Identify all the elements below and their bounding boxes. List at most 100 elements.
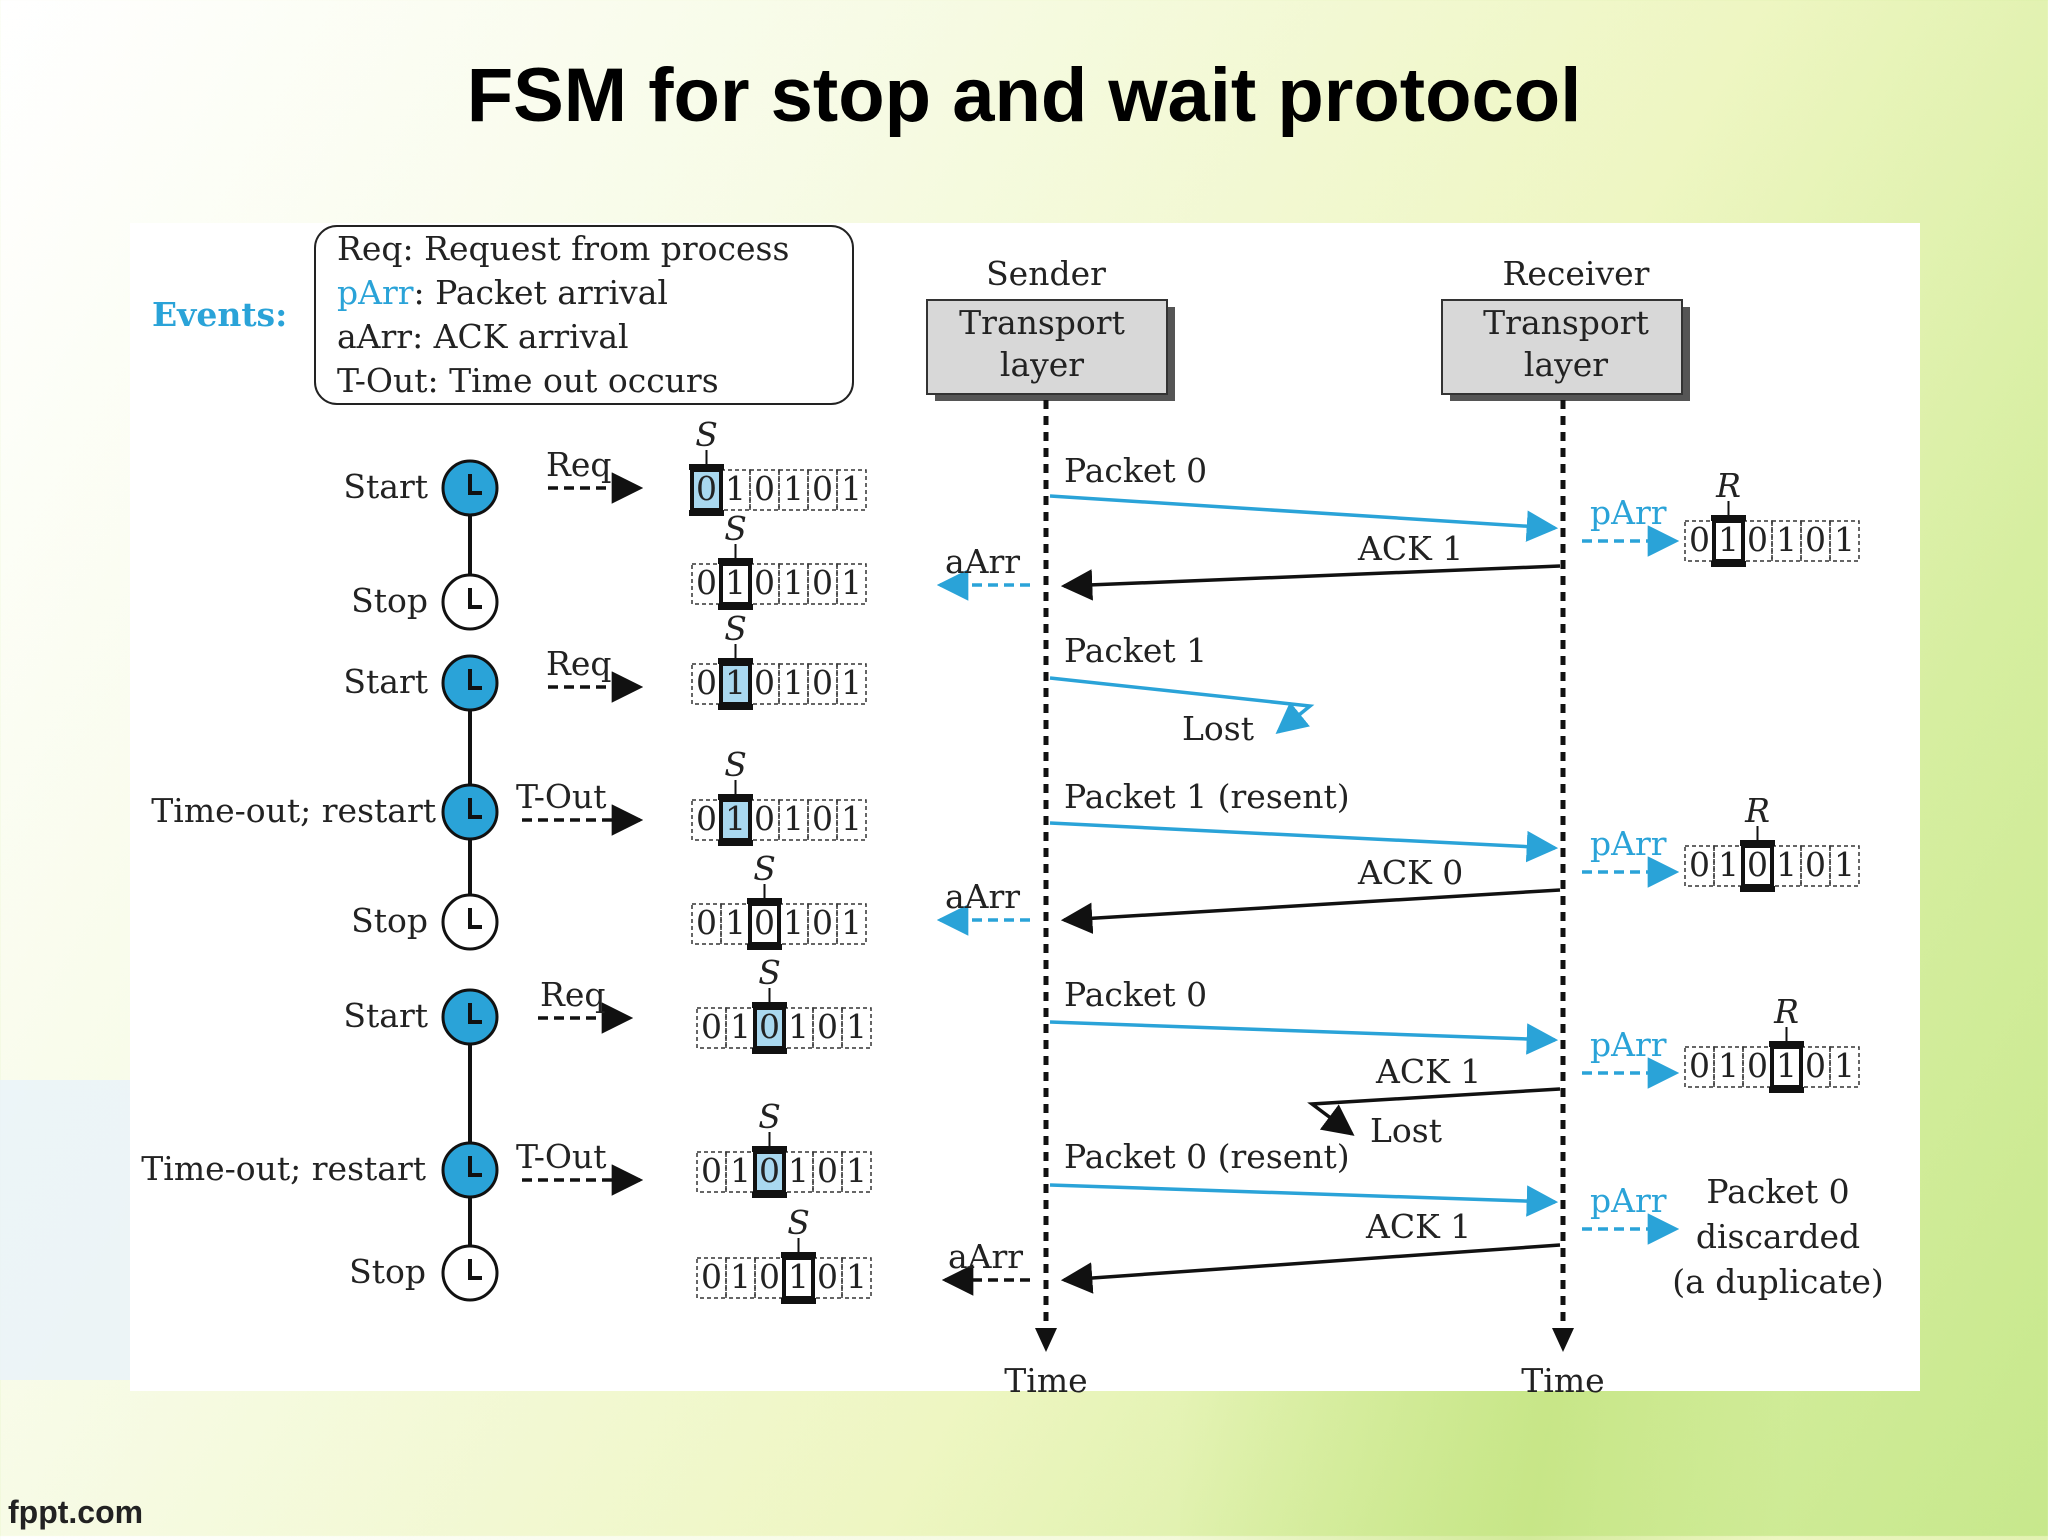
sender-window: 0101011S xyxy=(691,609,867,710)
clock-hands xyxy=(468,1259,482,1280)
event-label: aArr xyxy=(945,877,1020,916)
window-cell xyxy=(691,903,722,945)
lost-label: Lost xyxy=(1182,709,1254,748)
window-bit: 0 xyxy=(1747,520,1768,559)
window-bit: 0 xyxy=(696,903,717,942)
window-bit: 0 xyxy=(1689,845,1710,884)
window-pointer-label: S xyxy=(758,953,781,992)
lost-ack-arrow xyxy=(1307,1087,1561,1136)
window-pointer-label: S xyxy=(724,509,747,548)
message-label: Packet 0 (resent) xyxy=(1064,1137,1350,1176)
packet-arrow xyxy=(1049,1183,1559,1217)
clock-hands xyxy=(468,1003,482,1024)
window-bit: 0 xyxy=(1805,1046,1826,1085)
window-bit: 1 xyxy=(841,563,862,602)
window-bit: 1 xyxy=(730,1151,751,1190)
sender-window: 0101010S xyxy=(689,415,867,516)
event-label: aArr xyxy=(945,542,1020,581)
receiver-time-label: Time xyxy=(1521,1361,1604,1400)
window-cell xyxy=(1800,1046,1831,1088)
window-bit: 1 xyxy=(725,903,746,942)
timer-label: Start xyxy=(343,662,428,701)
clock-hands xyxy=(468,669,482,690)
window-pointer-label: S xyxy=(695,415,718,454)
window-bit: 1 xyxy=(1776,845,1797,884)
window-bit: 0 xyxy=(1747,1046,1768,1085)
window-cell xyxy=(749,563,780,605)
window-bit: 0 xyxy=(759,1151,780,1190)
sender-window: 0101011S xyxy=(691,745,867,846)
window-bit: 0 xyxy=(1805,845,1826,884)
window-cell xyxy=(778,563,809,605)
clock-hands xyxy=(468,474,482,495)
receiver-heading: Receiver xyxy=(1503,254,1650,293)
legend-item-parr: pArr: Packet arrival xyxy=(337,273,668,312)
window-cell xyxy=(778,663,809,705)
window-cell xyxy=(807,799,838,841)
background-accent-left xyxy=(0,1080,130,1380)
window-bit: 1 xyxy=(783,563,804,602)
ack-arrow xyxy=(1060,564,1561,601)
window-bit: 0 xyxy=(754,799,775,838)
window-bit: 1 xyxy=(730,1257,751,1296)
window-cell xyxy=(749,799,780,841)
sender-box-line2: layer xyxy=(1000,345,1084,384)
window-group: 0101010S010101S0101011S0101011S010101S01… xyxy=(689,415,1860,1304)
message-label: Packet 0 xyxy=(1064,451,1207,490)
window-bit: 1 xyxy=(730,1007,751,1046)
window-bit: 1 xyxy=(1718,845,1739,884)
window-bit: 1 xyxy=(1834,845,1855,884)
message-label: ACK 1 xyxy=(1365,1207,1471,1246)
window-bit: 1 xyxy=(725,469,746,508)
window-bit: 0 xyxy=(759,1007,780,1046)
window-cell xyxy=(836,469,867,511)
clock-hands xyxy=(468,1156,482,1177)
sender-heading: Sender xyxy=(986,254,1106,293)
window-bit: 1 xyxy=(788,1257,809,1296)
window-bit: 0 xyxy=(817,1257,838,1296)
timer-label: Start xyxy=(343,467,428,506)
event-label: T-Out xyxy=(516,777,606,816)
window-bit: 0 xyxy=(701,1007,722,1046)
window-cell xyxy=(720,469,751,511)
receiver-box-line1: Transport xyxy=(1483,303,1649,342)
sender-box-line1: Transport xyxy=(959,303,1125,342)
message-label: ACK 1 xyxy=(1375,1052,1481,1091)
sender-window: 0101010S xyxy=(696,1097,872,1198)
window-cell xyxy=(812,1151,843,1193)
window-bit: 0 xyxy=(754,469,775,508)
sender-transport-box xyxy=(926,299,1168,395)
parr-label: pArr xyxy=(1590,493,1667,532)
window-highlight xyxy=(757,1154,782,1190)
packet-arrow xyxy=(1049,494,1559,542)
window-bit: 0 xyxy=(754,663,775,702)
clock-hands xyxy=(468,798,482,819)
event-label: T-Out xyxy=(516,1137,606,1176)
window-bit: 1 xyxy=(1718,520,1739,559)
window-bit: 0 xyxy=(812,469,833,508)
window-bit: 1 xyxy=(841,663,862,702)
window-cell xyxy=(1800,845,1831,887)
page-title: FSM for stop and wait protocol xyxy=(466,53,1582,138)
window-bit: 0 xyxy=(759,1257,780,1296)
window-cell xyxy=(807,469,838,511)
window-cell xyxy=(725,1257,756,1299)
window-cell xyxy=(1829,1046,1860,1088)
window-bit: 0 xyxy=(696,563,717,602)
window-bit: 1 xyxy=(783,799,804,838)
background-accent-bottom xyxy=(1180,1380,1780,1540)
window-pointer-label: S xyxy=(724,609,747,648)
window-bit: 1 xyxy=(1718,1046,1739,1085)
window-bit: 0 xyxy=(696,469,717,508)
parr-label: pArr xyxy=(1590,1181,1667,1220)
window-pointer-label: S xyxy=(758,1097,781,1136)
window-highlight xyxy=(757,1010,782,1046)
sender-time-label: Time xyxy=(1004,1361,1087,1400)
window-cell xyxy=(1771,845,1802,887)
